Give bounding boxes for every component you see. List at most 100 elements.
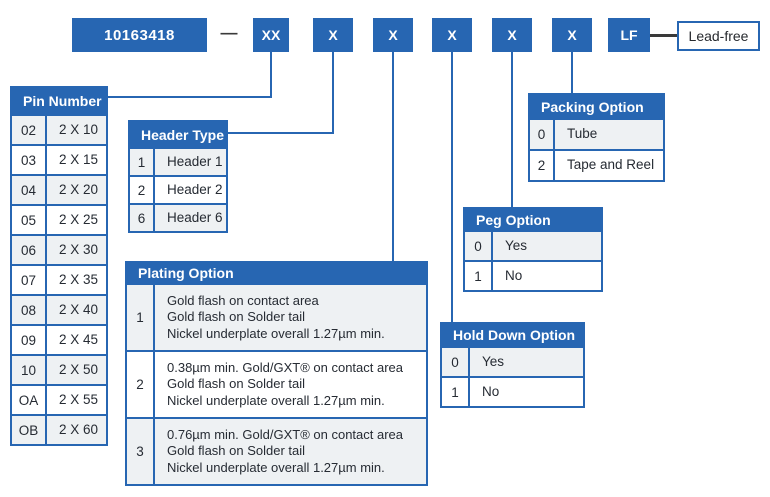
option-code-cell: 04 — [12, 176, 47, 204]
option-code-cell: 3 — [127, 419, 155, 484]
option-value-cell: 0.76µm min. Gold/GXT® on contact area Go… — [167, 426, 404, 475]
hold-down-option-table-title: Hold Down Option — [442, 324, 583, 346]
connector-line-plating-option — [392, 52, 394, 262]
option-value-cell: Header 6 — [167, 209, 223, 225]
option-value-cell: 2 X 40 — [59, 301, 99, 317]
option-code-cell: OA — [12, 386, 47, 414]
table-row: 1 No — [465, 260, 601, 290]
option-value-cell: 2 X 15 — [59, 151, 99, 167]
connector-line-packing-option — [571, 52, 573, 94]
table-row: 1 Header 1 — [130, 147, 226, 175]
option-value-cell: 2 X 20 — [59, 181, 99, 197]
option-code-cell: 0 — [530, 120, 555, 149]
packing-option-table-title: Packing Option — [530, 95, 663, 118]
connector-line-pin-number — [270, 52, 272, 97]
option-value-cell: 2 X 25 — [59, 211, 99, 227]
option-code-cell: 08 — [12, 296, 47, 324]
table-row: 05 2 X 25 — [12, 204, 106, 234]
table-row: 0 Yes — [465, 230, 601, 260]
pin-number-table-title: Pin Number — [12, 88, 106, 114]
table-row: 07 2 X 35 — [12, 264, 106, 294]
option-value-cell: Header 2 — [167, 181, 223, 197]
connector-line-hold-down-option — [451, 52, 453, 323]
option-code-cell: OB — [12, 416, 47, 444]
table-row: 09 2 X 45 — [12, 324, 106, 354]
table-row: OA 2 X 55 — [12, 384, 106, 414]
option-code-cell: 0 — [442, 348, 470, 376]
connector-line-pin-number — [108, 96, 272, 98]
option-code-cell: 1 — [465, 262, 493, 290]
option-code-cell: 02 — [12, 116, 47, 144]
option-code-cell: 09 — [12, 326, 47, 354]
table-row: 02 2 X 10 — [12, 114, 106, 144]
peg-option-table: Peg Option 0 Yes 1 No — [463, 207, 603, 292]
field-box-hold-down-option: X — [432, 18, 472, 52]
option-code-cell: 1 — [127, 285, 155, 350]
table-row: 10 2 X 50 — [12, 354, 106, 384]
table-row: 1 No — [442, 376, 583, 406]
option-value-cell: 2 X 45 — [59, 331, 99, 347]
option-code-cell: 05 — [12, 206, 47, 234]
field-box-plating-option: X — [373, 18, 413, 52]
connector-line-peg-option — [511, 52, 513, 208]
option-value-cell: Header 1 — [167, 153, 223, 169]
option-value-cell: Yes — [482, 353, 505, 369]
option-value-cell: 2 X 10 — [59, 121, 99, 137]
option-code-cell: 07 — [12, 266, 47, 294]
header-type-table: Header Type 1 Header 1 2 Header 2 6 Header … — [128, 120, 228, 233]
option-code-cell: 0 — [465, 232, 493, 260]
option-value-cell: Tube — [567, 126, 598, 142]
option-code-cell: 2 — [530, 151, 555, 180]
suffix-lf-box: LF — [608, 18, 650, 52]
peg-option-table-title: Peg Option — [465, 209, 601, 230]
option-code-cell: 2 — [127, 352, 155, 417]
option-code-cell: 03 — [12, 146, 47, 174]
field-box-header-type: X — [313, 18, 353, 52]
option-value-cell: No — [505, 267, 523, 283]
option-value-cell: 2 X 50 — [59, 361, 99, 377]
dash-separator: — — [220, 23, 238, 42]
header-type-table-title: Header Type — [130, 122, 226, 147]
option-value-cell: Tape and Reel — [567, 157, 655, 173]
option-value-cell: No — [482, 383, 500, 399]
option-value-cell: 0.38µm min. Gold/GXT® on contact area Go… — [167, 359, 404, 408]
table-row: 6 Header 6 — [130, 203, 226, 231]
table-row: 04 2 X 20 — [12, 174, 106, 204]
packing-option-table: Packing Option 0 Tube 2 Tape and Reel — [528, 93, 665, 182]
option-value-cell: 2 X 55 — [59, 391, 99, 407]
table-row: 2 Tape and Reel — [530, 149, 663, 180]
table-row: OB 2 X 60 — [12, 414, 106, 444]
option-code-cell: 1 — [442, 378, 470, 406]
table-row: 08 2 X 40 — [12, 294, 106, 324]
option-value-cell: 2 X 35 — [59, 271, 99, 287]
hold-down-option-table: Hold Down Option 0 Yes 1 No — [440, 322, 585, 408]
table-row: 03 2 X 15 — [12, 144, 106, 174]
connector-line-header-type — [332, 52, 334, 134]
table-row: 0 Tube — [530, 118, 663, 149]
field-box-packing-option: X — [552, 18, 592, 52]
lead-free-label-box: Lead-free — [677, 21, 760, 51]
option-code-cell: 2 — [130, 177, 155, 203]
plating-option-table-title: Plating Option — [127, 263, 426, 283]
option-code-cell: 6 — [130, 205, 155, 231]
option-code-cell: 10 — [12, 356, 47, 384]
field-box-peg-option: X — [492, 18, 532, 52]
option-value-cell: Yes — [505, 237, 528, 253]
connector-line-lead-free — [650, 34, 677, 37]
option-value-cell: 2 X 30 — [59, 241, 99, 257]
pin-number-table: Pin Number 02 2 X 10 03 2 X 15 04 2 X 20 05… — [10, 86, 108, 446]
option-code-cell: 06 — [12, 236, 47, 264]
option-value-cell: 2 X 60 — [59, 421, 99, 437]
connector-line-header-type — [228, 132, 334, 134]
table-row: 2 Header 2 — [130, 175, 226, 203]
table-row: 0 Yes — [442, 346, 583, 376]
option-value-cell: Gold flash on contact area Gold flash on… — [167, 292, 385, 341]
field-box-pin-number: XX — [253, 18, 289, 52]
option-code-cell: 1 — [130, 149, 155, 175]
base-part-number-box: 10163418 — [72, 18, 207, 52]
